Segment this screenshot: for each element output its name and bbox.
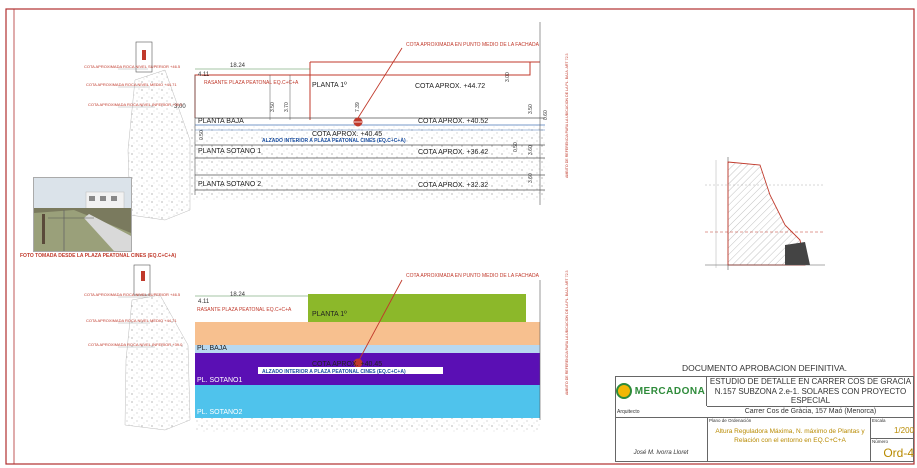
cota-4472: COTA APROX. +44.72 xyxy=(415,83,485,90)
note-label-top: COTA APROXIMADA EN PUNTO MEDIO DE LA FAC… xyxy=(406,42,540,48)
plan-description: Altura Reguladora Máxima, N. máximo de P… xyxy=(715,428,865,444)
marker-bottom xyxy=(141,271,145,281)
sheet-frame xyxy=(5,8,915,465)
planta1-top: PLANTA 1º xyxy=(312,82,347,89)
dim-739: 7.39 xyxy=(355,102,361,112)
dim-050-b: 0.50 xyxy=(513,142,519,152)
number-label: Número xyxy=(872,439,889,444)
dim-360-b: 3.60 xyxy=(528,173,534,183)
dim-411-bottom: 4.11 xyxy=(198,299,210,305)
side-text-top: AMBITO DE REFERENCIA PARA LA UBICACION D… xyxy=(565,53,569,178)
scale-label: Escala xyxy=(872,418,886,423)
dim-width-bottom: 18.24 xyxy=(230,292,246,298)
plan-number: Ord-4 xyxy=(883,446,914,460)
sotano1-bottom: PL. SOTANO1 xyxy=(197,377,242,384)
dim-350-a: 3.50 xyxy=(270,102,276,112)
title-block: DOCUMENTO APROBACION DEFINITIVA. MERCADO… xyxy=(615,362,914,462)
left-note-2-top: COTA APROXIMADA ROCA NIVEL MEDIO +44.71 xyxy=(86,82,177,87)
rasante-bottom: RASANTE PLAZA PEATONAL EQ.C+C+A xyxy=(197,307,292,313)
cota-marker-bottom xyxy=(353,358,363,368)
site-photo xyxy=(33,177,132,252)
band-sotano2 xyxy=(195,385,540,418)
note-pointer-bottom xyxy=(357,279,403,363)
left-note-1-bottom: COTA APROXIMADA ROCA NIVEL SUPERIOR +46.… xyxy=(84,292,181,297)
band-baja xyxy=(195,322,540,345)
neighbour-building-top xyxy=(135,41,153,73)
ground-fill-top xyxy=(190,125,545,200)
marker-top xyxy=(142,50,146,60)
note-pointer-top xyxy=(357,47,403,119)
dim-300-b: 3.00 xyxy=(505,72,511,82)
top-section xyxy=(127,22,545,221)
approval-text: DOCUMENTO APROBACION DEFINITIVA. xyxy=(682,363,847,373)
planta-baja-top: PLANTA BAJA xyxy=(198,118,244,125)
title-block-frame xyxy=(615,376,914,462)
project-title: ESTUDIO DE DETALLE EN CARRER COS DE GRAC… xyxy=(709,377,912,405)
planta1-bottom: PLANTA 1º xyxy=(312,311,347,318)
cota-3642: COTA APROX. +36.42 xyxy=(418,149,488,156)
neighbour-building-bottom xyxy=(133,264,151,296)
rasante-top: RASANTE PLAZA PEATONAL EQ.C+C+A xyxy=(204,80,299,86)
left-note-3-bottom: COTA APROXIMADA ROCA NIVEL INFERIOR +39.… xyxy=(88,342,183,347)
plan-label: Plano de Ordenación xyxy=(709,418,752,423)
left-note-2-bottom: COTA APROXIMADA ROCA NIVEL MEDIO +44.71 xyxy=(86,318,177,323)
photo-caption: FOTO TOMADA DESDE LA PLAZA PEATONAL CINE… xyxy=(20,253,177,259)
dim-060: 0.60 xyxy=(543,110,549,120)
band-baja-line xyxy=(195,345,540,353)
architect-name: José M. Ivorra Lloret xyxy=(633,450,689,456)
bottom-section xyxy=(124,264,541,432)
rock-terrain-top xyxy=(127,69,191,221)
scale-value: 1/200 xyxy=(893,426,914,435)
brand-cell: MERCADONA xyxy=(615,376,707,406)
dim-360-a: 3.60 xyxy=(528,145,534,155)
sotano1-top: PLANTA SOTANO 1 xyxy=(198,148,261,155)
dim-350-b: 3.50 xyxy=(528,104,534,114)
dim-width-top: 18.24 xyxy=(230,63,246,69)
dim-411-top: 4.11 xyxy=(198,72,210,78)
left-note-3-top: COTA APROXIMADA ROCA NIVEL INFERIOR +39.… xyxy=(88,102,183,107)
brand-name: MERCADONA xyxy=(634,385,706,397)
sotano2-bottom: PL. SOTANO2 xyxy=(197,409,242,416)
sotano2-top: PLANTA SOTANO 2 xyxy=(198,181,261,188)
alzado-top: ALZADO INTERIOR A PLAZA PEATONAL CINES (… xyxy=(262,138,406,144)
note-label-bottom: COTA APROXIMADA EN PUNTO MEDIO DE LA FAC… xyxy=(406,273,540,279)
cota-3232: COTA APROX. +32.32 xyxy=(418,182,488,189)
dim-050-a: 0.50 xyxy=(199,130,205,140)
dim-370: 3.70 xyxy=(284,102,290,112)
mercadona-logo-icon xyxy=(615,383,632,399)
architect-label: Arquitecto xyxy=(617,409,640,415)
alzado-bottom: ALZADO INTERIOR A PLAZA PEATONAL CINES (… xyxy=(262,369,406,375)
cross-section-detail xyxy=(705,157,825,270)
side-text-bottom: AMBITO DE REFERENCIA PARA LA UBICACION D… xyxy=(565,270,569,395)
rock-terrain-bottom xyxy=(124,294,191,431)
band-planta1 xyxy=(308,294,526,323)
address: Carrer Cos de Gràcia, 157 Maó (Menorca) xyxy=(744,408,877,415)
cota-4052: COTA APROX. +40.52 xyxy=(418,118,488,125)
cota-bottom: COTA APROX. +40.45 xyxy=(312,361,382,368)
pl-baja-bottom: PL. BAJA xyxy=(197,345,227,352)
cota-4045-top: COTA APROX. +40.45 xyxy=(312,131,382,138)
dim-300-top: 3.00 xyxy=(174,104,186,110)
left-note-1-top: COTA APROXIMADA ROCA NIVEL SUPERIOR +46.… xyxy=(84,64,181,69)
